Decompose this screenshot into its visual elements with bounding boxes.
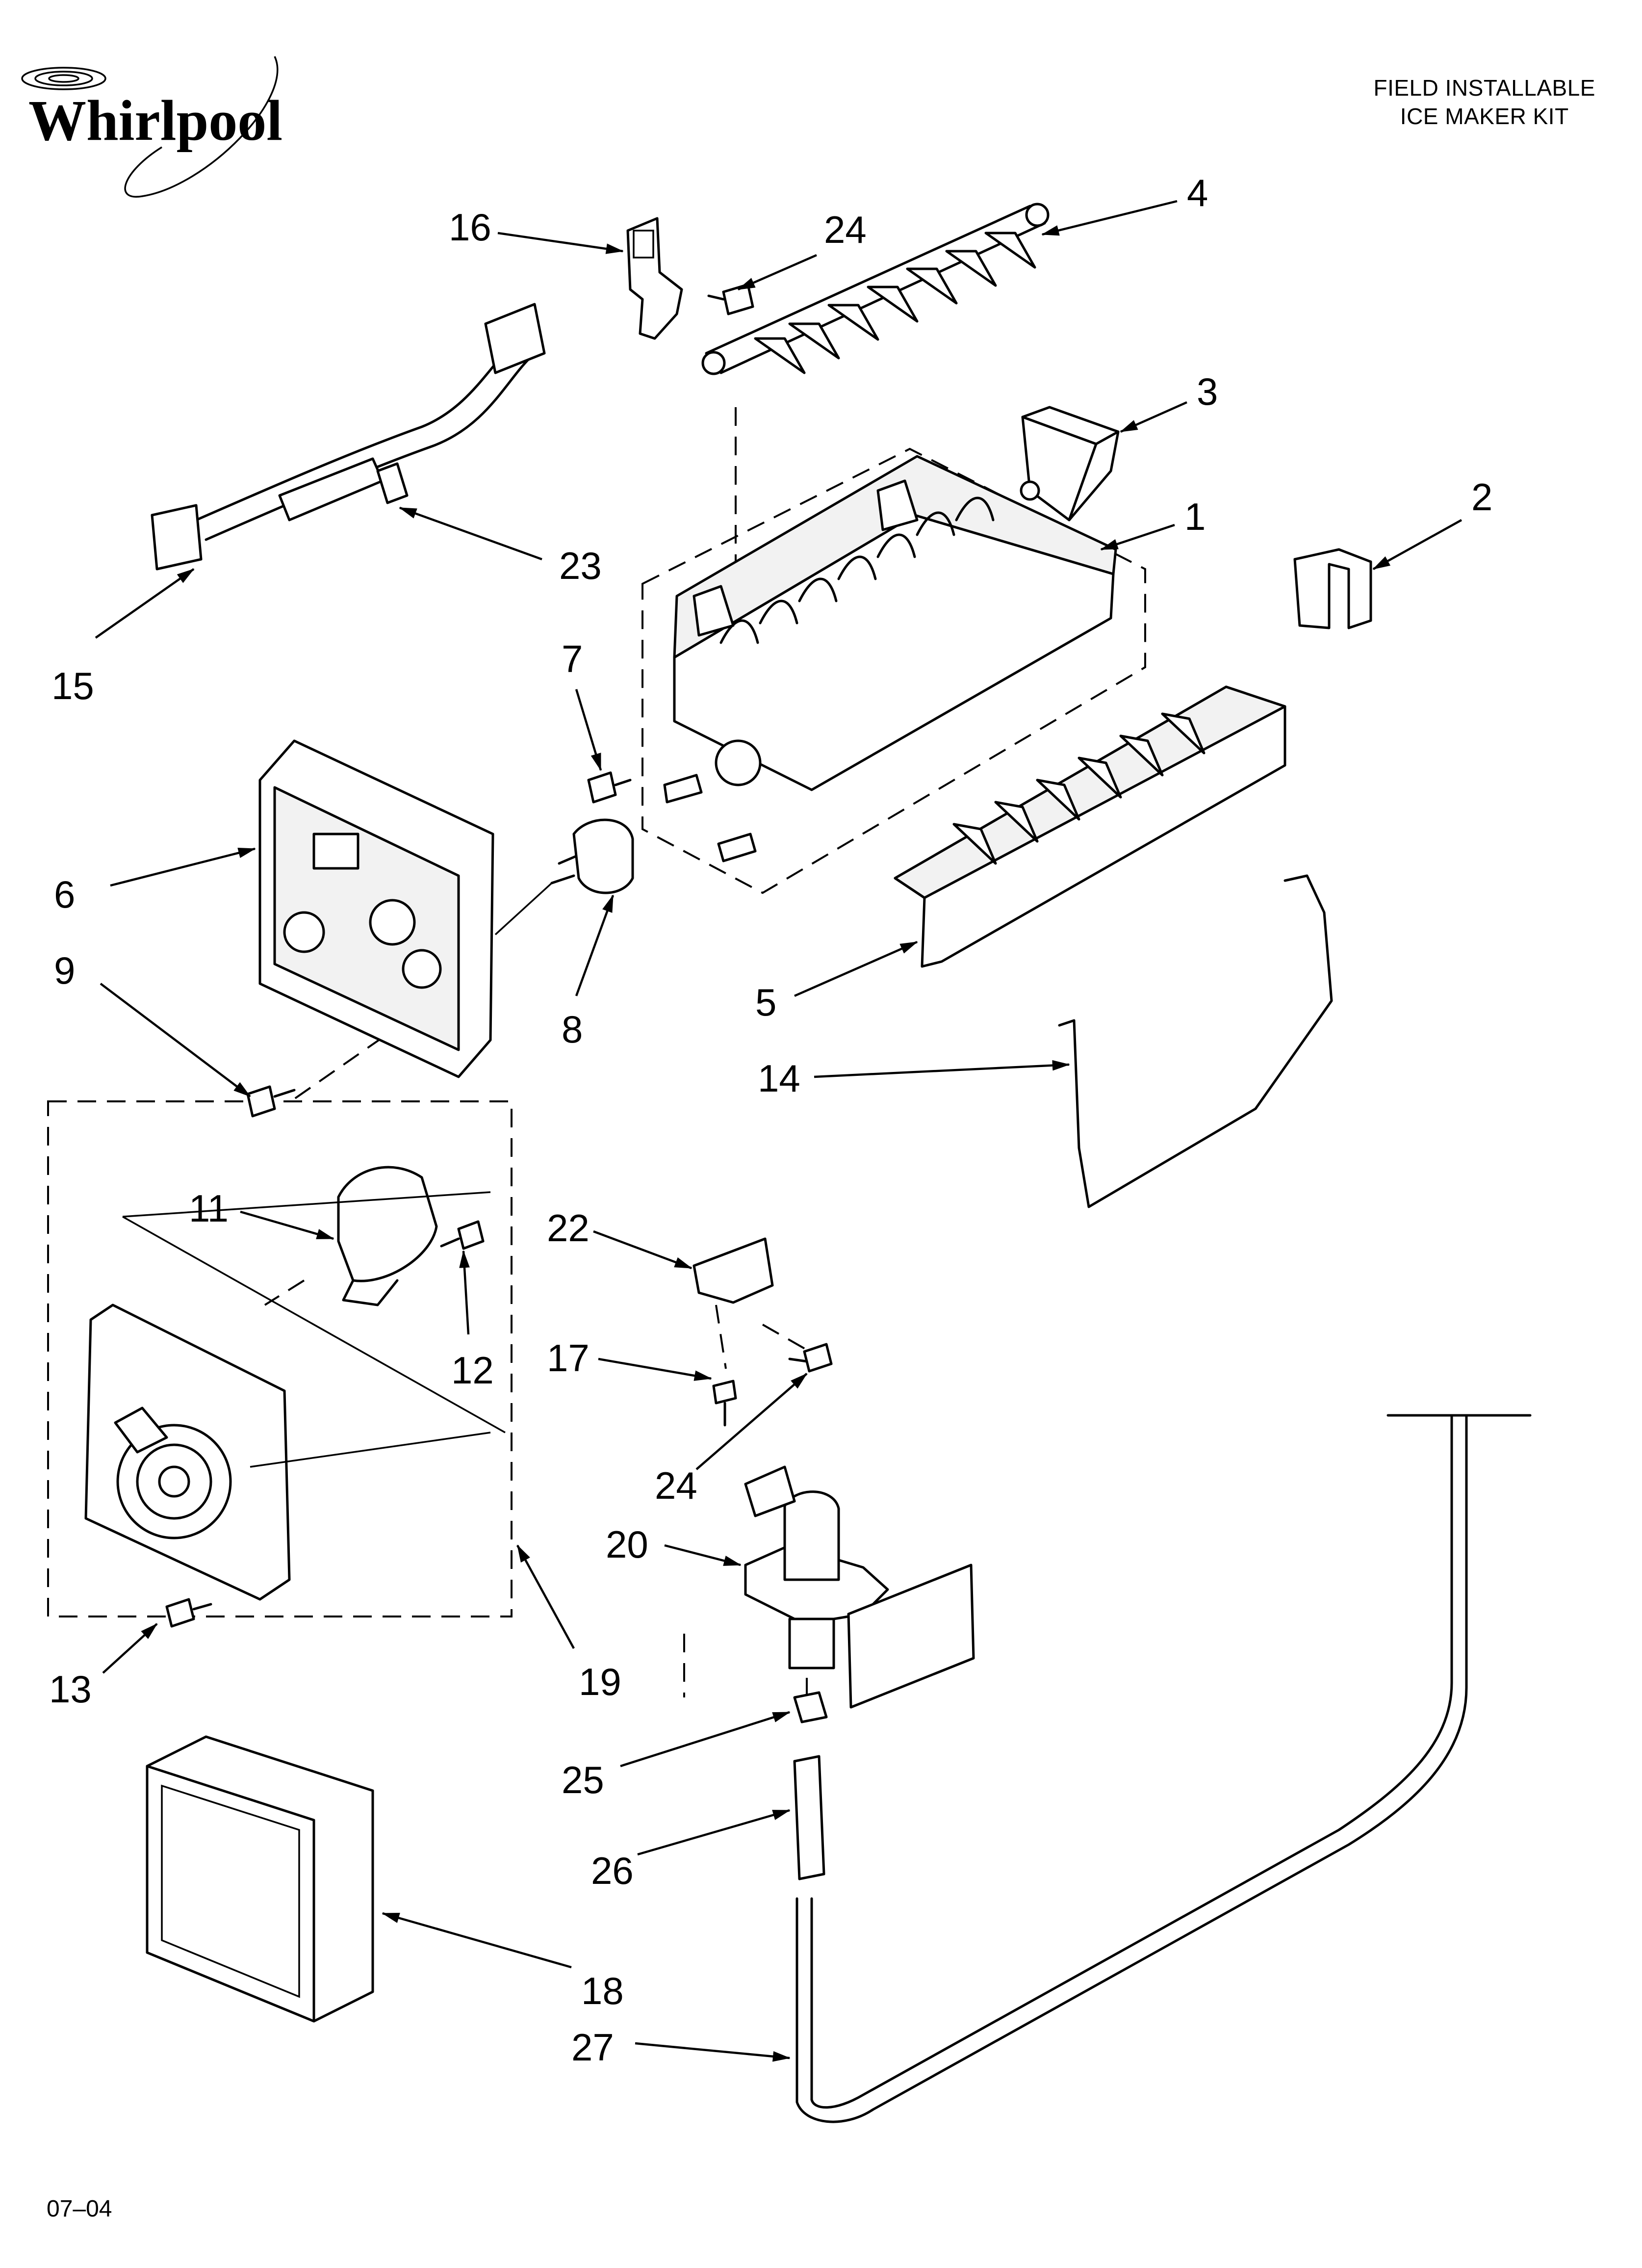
callout-19: 19 xyxy=(579,1660,621,1703)
callout-24-top: 24 xyxy=(824,208,867,251)
bracket-axis-line xyxy=(715,1304,727,1369)
part-8-thermostat xyxy=(494,818,634,936)
part-18-cover-box xyxy=(146,1735,374,2023)
title-line-1: FIELD INSTALLABLE xyxy=(1373,75,1595,101)
whirlpool-logo: Whirlpool xyxy=(21,56,282,198)
callout-9: 9 xyxy=(54,949,75,992)
callout-23: 23 xyxy=(559,544,602,587)
part-23-harness-clip xyxy=(376,462,409,504)
callout-5: 5 xyxy=(755,981,776,1024)
part-11-motor xyxy=(337,1166,438,1306)
part-9-screw xyxy=(246,1085,296,1118)
part-12-motor-screw xyxy=(440,1220,485,1250)
part-6-housing xyxy=(258,739,494,1078)
logo-wordmark: Whirlpool xyxy=(28,88,282,153)
callout-16: 16 xyxy=(449,206,491,249)
part-15-wire-harness xyxy=(151,303,546,571)
screw-axis-line xyxy=(293,1019,408,1100)
part-13-screw xyxy=(165,1598,212,1628)
callout-7: 7 xyxy=(562,637,583,680)
part-7-pin xyxy=(587,771,632,804)
callout-20: 20 xyxy=(606,1523,648,1566)
part-20-water-valve xyxy=(744,1465,975,1709)
part-27-water-line xyxy=(795,1414,1532,2123)
callout-8: 8 xyxy=(562,1008,583,1051)
part-5-cover xyxy=(894,685,1286,968)
part-25-nut xyxy=(793,1691,828,1723)
callout-25: 25 xyxy=(562,1758,604,1801)
part-26-tube-insert xyxy=(793,1755,825,1880)
callout-11: 11 xyxy=(189,1187,229,1230)
part-24-screw-lower xyxy=(788,1343,833,1373)
diagram-title: FIELD INSTALLABLE ICE MAKER KIT xyxy=(1374,74,1596,130)
part-16-mounting-bracket xyxy=(626,217,683,340)
callout-18: 18 xyxy=(581,1969,624,2012)
bracket-screw-axis-line xyxy=(762,1324,815,1355)
part-19-module xyxy=(84,1191,506,1601)
callout-6: 6 xyxy=(54,873,75,916)
part-22-bracket xyxy=(693,1237,774,1304)
callout-2: 2 xyxy=(1471,475,1492,519)
part-14-shutoff-arm xyxy=(1058,874,1333,1208)
part-24-screw-top xyxy=(707,283,754,315)
callout-15: 15 xyxy=(51,664,94,707)
motor-axis-line xyxy=(264,1279,305,1306)
revision-code: 07–04 xyxy=(47,2196,112,2222)
callout-26: 26 xyxy=(591,1849,634,1892)
motor-module-kit-outline xyxy=(47,1100,513,1617)
callout-1: 1 xyxy=(1184,495,1206,538)
callout-13: 13 xyxy=(49,1668,92,1711)
part-1-ice-mold xyxy=(663,455,1117,862)
ice-maker-assembly-outline xyxy=(641,447,1146,894)
part-3-fill-cup xyxy=(1020,406,1120,521)
callout-24-lower: 24 xyxy=(655,1464,697,1507)
callout-numbers: 16 24 4 3 1 2 23 15 7 6 8 5 9 14 11 12 2… xyxy=(49,171,1492,2069)
title-line-2: ICE MAKER KIT xyxy=(1400,104,1569,129)
part-17-screw xyxy=(712,1380,737,1427)
callout-3: 3 xyxy=(1197,370,1218,413)
callout-22: 22 xyxy=(547,1206,590,1250)
callout-17: 17 xyxy=(547,1336,590,1380)
part-4-ejector xyxy=(701,203,1050,375)
callout-12: 12 xyxy=(451,1349,494,1392)
callout-leaders xyxy=(95,200,1462,2062)
part-2-clip xyxy=(1293,548,1372,629)
callout-14: 14 xyxy=(758,1057,800,1100)
callout-27: 27 xyxy=(571,2026,614,2069)
callout-4: 4 xyxy=(1187,171,1208,214)
